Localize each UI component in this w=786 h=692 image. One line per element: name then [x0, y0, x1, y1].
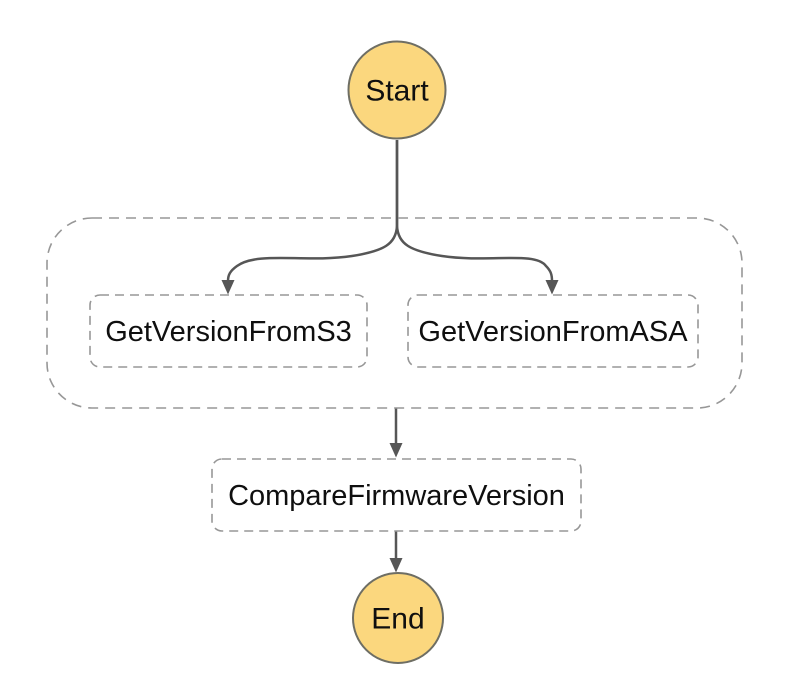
start-label: Start — [365, 75, 429, 108]
parallel-group-container — [46, 217, 743, 409]
task-label: CompareFirmwareVersion — [228, 480, 565, 512]
task-label: GetVersionFromASA — [418, 316, 688, 348]
task-box — [211, 458, 582, 532]
task-label: GetVersionFromS3 — [105, 316, 352, 348]
node-compare-firmware-version[interactable]: CompareFirmwareVersion — [211, 458, 582, 532]
end-label: End — [371, 603, 424, 636]
arrowhead-icon — [545, 280, 559, 295]
edge-compare-to-end — [389, 531, 403, 573]
arrowhead-icon — [221, 280, 235, 295]
arrowhead-icon — [389, 558, 403, 573]
start-circle — [347, 40, 447, 140]
node-start[interactable]: Start — [347, 40, 447, 140]
end-circle — [352, 572, 444, 664]
arrowhead-icon — [389, 443, 403, 458]
edge-start-to-s3 — [221, 140, 399, 295]
task-box — [89, 294, 368, 368]
edge-start-to-asa — [395, 140, 559, 295]
node-get-version-from-asa[interactable]: GetVersionFromASA — [407, 294, 699, 368]
node-get-version-from-s3[interactable]: GetVersionFromS3 — [89, 294, 368, 368]
edge-path — [395, 140, 554, 282]
edge-parallel-to-compare — [389, 408, 403, 458]
edge-path — [226, 140, 399, 282]
node-end[interactable]: End — [352, 572, 444, 664]
task-box — [407, 294, 699, 368]
